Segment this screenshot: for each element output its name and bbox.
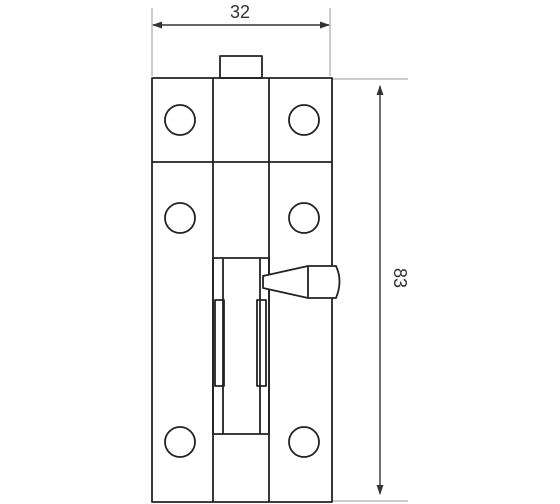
screw-hole: [288, 202, 320, 234]
screw-hole: [164, 104, 196, 136]
bolt-slot: [212, 257, 270, 435]
screw-hole: [288, 104, 320, 136]
height-label: 83: [390, 268, 410, 288]
width-dimension: 32: [151, 2, 331, 76]
screw-hole: [164, 202, 196, 234]
bolt-tip: [219, 55, 263, 79]
bolt-body: [151, 55, 341, 503]
screw-hole: [288, 426, 320, 458]
slot-runner-right: [256, 299, 267, 387]
screw-hole: [164, 426, 196, 458]
height-dimension: 83: [332, 78, 410, 502]
width-label: 32: [230, 2, 250, 22]
bolt-knob: [262, 265, 341, 299]
slot-runner-left: [214, 299, 225, 387]
